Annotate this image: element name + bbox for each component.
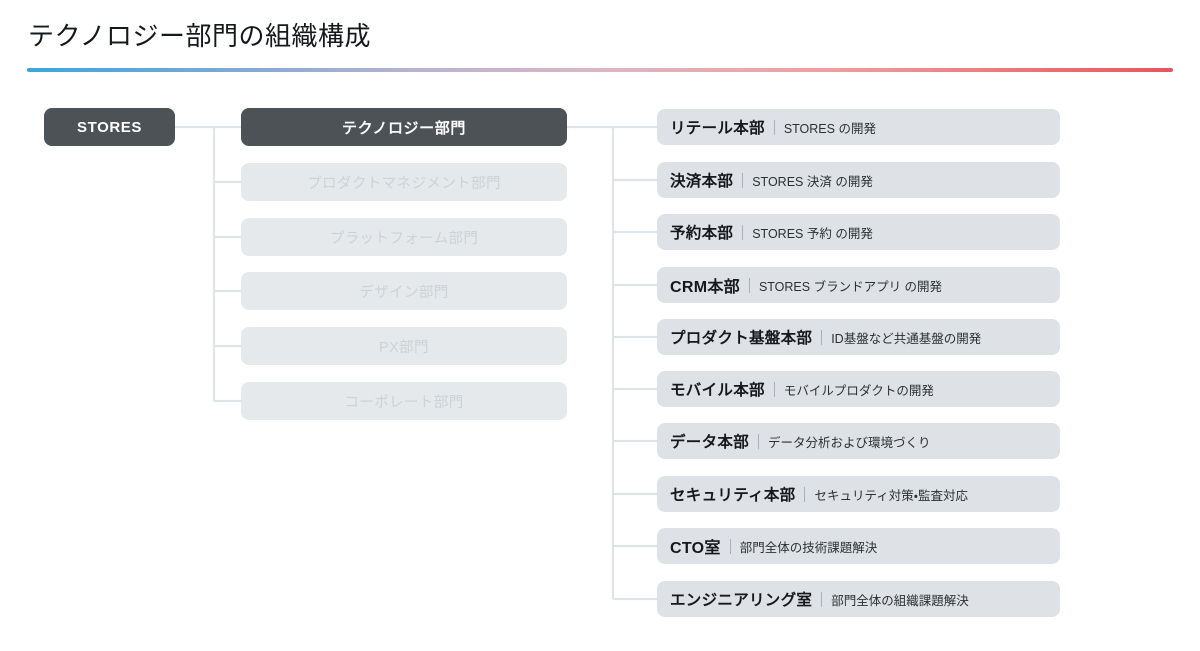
node-unit-retail[interactable]: リテール本部 STORES の開発 bbox=[657, 109, 1060, 145]
unit-name: リテール本部 bbox=[670, 120, 765, 137]
unit-description: ID基盤など共通基盤の開発 bbox=[831, 331, 982, 346]
unit-separator bbox=[742, 224, 744, 240]
node-unit-reservations[interactable]: 予約本部 STORES 予約 の開発 bbox=[657, 214, 1060, 250]
unit-description: STORES 予約 の開発 bbox=[752, 226, 873, 241]
node-unit-payments[interactable]: 決済本部 STORES 決済 の開発 bbox=[657, 162, 1060, 198]
node-root-stores[interactable]: STORES bbox=[44, 108, 175, 146]
unit-description: セキュリティ対策・監査対応 bbox=[814, 488, 968, 503]
node-department-label: コーポレート部門 bbox=[344, 394, 464, 411]
node-department-px[interactable]: PX部門 bbox=[241, 327, 567, 365]
node-department-label: デザイン部門 bbox=[359, 284, 449, 301]
node-department-platform[interactable]: プラットフォーム部門 bbox=[241, 218, 567, 256]
unit-name: 決済本部 bbox=[670, 173, 734, 190]
unit-description: 部門全体の組織課題解決 bbox=[831, 593, 969, 608]
unit-separator bbox=[773, 381, 775, 397]
unit-name: CRM本部 bbox=[670, 279, 740, 296]
node-unit-data[interactable]: データ本部 データ分析および環境づくり bbox=[657, 423, 1060, 459]
unit-separator bbox=[742, 172, 744, 188]
node-unit-mobile[interactable]: モバイル本部 モバイルプロダクトの開発 bbox=[657, 371, 1060, 407]
unit-separator bbox=[748, 277, 750, 293]
unit-description: STORES 決済 の開発 bbox=[752, 174, 873, 189]
node-department-corporate[interactable]: コーポレート部門 bbox=[241, 382, 567, 420]
unit-name: セキュリティ本部 bbox=[670, 487, 796, 504]
unit-separator bbox=[821, 591, 823, 607]
unit-description: データ分析および環境づくり bbox=[768, 435, 931, 450]
node-department-label: プラットフォーム部門 bbox=[329, 230, 479, 247]
node-unit-security[interactable]: セキュリティ本部 セキュリティ対策・監査対応 bbox=[657, 476, 1060, 512]
node-department-design[interactable]: デザイン部門 bbox=[241, 272, 567, 310]
unit-separator bbox=[804, 486, 806, 502]
node-department-label: テクノロジー部門 bbox=[342, 119, 466, 137]
title-gradient-rule bbox=[27, 68, 1173, 72]
unit-name: CTO室 bbox=[670, 540, 721, 557]
unit-description: 部門全体の技術課題解決 bbox=[739, 540, 878, 555]
unit-name: 予約本部 bbox=[670, 225, 734, 242]
unit-name: エンジニアリング室 bbox=[670, 592, 813, 609]
node-department-label: PX部門 bbox=[379, 339, 429, 356]
unit-name: モバイル本部 bbox=[670, 382, 765, 399]
node-unit-engineering-office[interactable]: エンジニアリング室 部門全体の組織課題解決 bbox=[657, 581, 1060, 617]
node-unit-cto-office[interactable]: CTO室 部門全体の技術課題解決 bbox=[657, 528, 1060, 564]
unit-separator bbox=[758, 433, 760, 449]
unit-description: モバイルプロダクトの開発 bbox=[783, 383, 934, 398]
page-title: テクノロジー部門の組織構成 bbox=[28, 21, 371, 51]
unit-description: STORES ブランドアプリ の開発 bbox=[758, 279, 943, 294]
node-department-product-management[interactable]: プロダクトマネジメント部門 bbox=[241, 163, 567, 201]
unit-separator bbox=[729, 538, 731, 554]
node-unit-crm[interactable]: CRM本部 STORES ブランドアプリ の開発 bbox=[657, 267, 1060, 303]
unit-separator bbox=[773, 119, 775, 135]
node-unit-product-foundation[interactable]: プロダクト基盤本部 ID基盤など共通基盤の開発 bbox=[657, 319, 1060, 355]
node-department-label: プロダクトマネジメント部門 bbox=[307, 175, 501, 192]
node-root-label: STORES bbox=[76, 118, 142, 136]
unit-separator bbox=[821, 329, 823, 345]
node-department-technology[interactable]: テクノロジー部門 bbox=[241, 108, 567, 146]
unit-name: プロダクト基盤本部 bbox=[670, 330, 813, 347]
unit-name: データ本部 bbox=[670, 434, 750, 451]
unit-description: STORES の開発 bbox=[783, 121, 876, 136]
